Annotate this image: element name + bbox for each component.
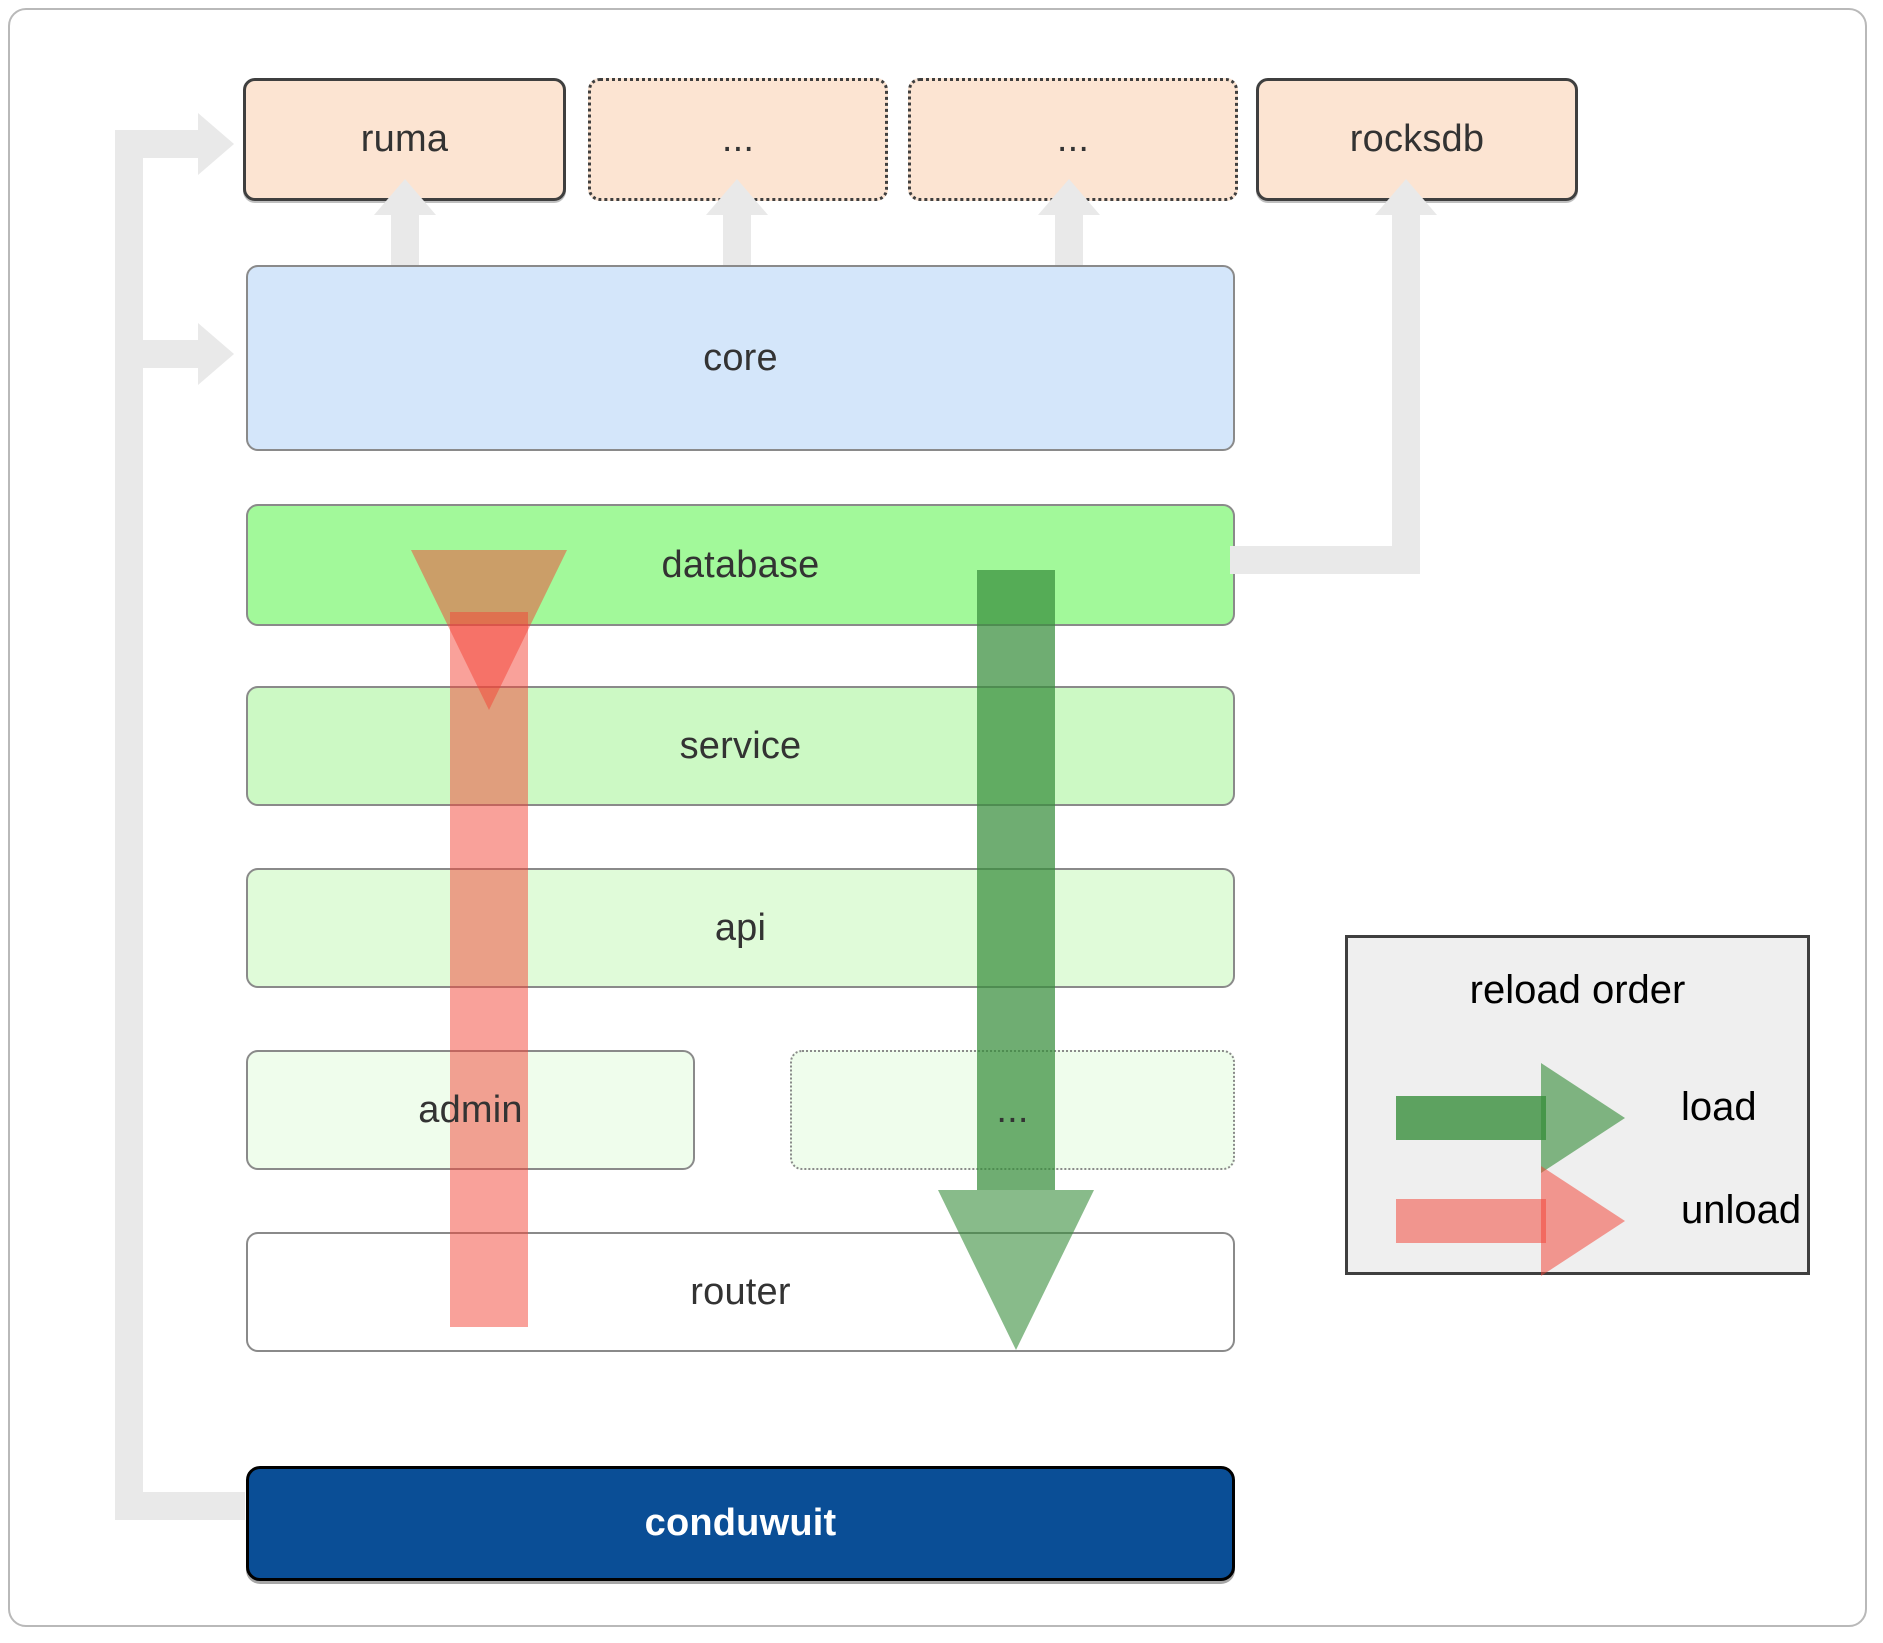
legend-panel: reload order load unload bbox=[1345, 935, 1810, 1276]
connector-core-to-dep2-stem bbox=[723, 215, 751, 265]
legend-unload-label: unload bbox=[1681, 1188, 1802, 1232]
binary-label-conduwuit: conduwuit bbox=[644, 1502, 837, 1544]
connector-core-to-dep2-arrowhead bbox=[706, 179, 768, 215]
crate-box-api[interactable]: api bbox=[246, 868, 1235, 988]
legend-unload-arrow-shaft bbox=[1396, 1199, 1546, 1243]
connector-to-core-horizontal bbox=[135, 340, 201, 368]
unload-arrow-head bbox=[411, 550, 567, 710]
dependency-label-placeholder-2: ... bbox=[1056, 118, 1090, 160]
connector-left-bottom-horizontal bbox=[115, 1492, 245, 1520]
crate-label-placeholder: ... bbox=[996, 1088, 1029, 1131]
crate-label-core: core bbox=[703, 336, 778, 379]
connector-database-to-rocksdb-arrowhead bbox=[1375, 179, 1437, 215]
connector-left-vertical bbox=[115, 130, 143, 1520]
connector-core-to-ruma-arrowhead bbox=[374, 179, 436, 215]
connector-core-to-ruma-stem bbox=[391, 215, 419, 265]
dependency-label-placeholder-1: ... bbox=[721, 118, 755, 160]
legend-row-unload: unload bbox=[1396, 1166, 1801, 1276]
connector-database-to-rocksdb-vertical bbox=[1392, 215, 1420, 565]
dependency-box-ruma[interactable]: ruma bbox=[243, 78, 566, 201]
load-arrow-head bbox=[938, 1190, 1094, 1350]
unload-arrow-shaft bbox=[450, 612, 528, 1327]
crate-box-database[interactable]: database bbox=[246, 504, 1235, 626]
connector-database-to-rocksdb-horizontal bbox=[1230, 546, 1420, 574]
connector-core-to-dep3-arrowhead bbox=[1038, 179, 1100, 215]
crate-label-database: database bbox=[661, 543, 820, 586]
legend-load-label: load bbox=[1681, 1085, 1757, 1129]
legend-row-load: load bbox=[1396, 1063, 1796, 1173]
load-arrow-shaft bbox=[977, 570, 1055, 1190]
connector-to-ruma-horizontal bbox=[115, 130, 200, 158]
legend-load-arrow-shaft bbox=[1396, 1096, 1546, 1140]
crate-label-router: router bbox=[690, 1270, 791, 1313]
crate-label-service: service bbox=[679, 724, 802, 767]
dependency-label-rocksdb: rocksdb bbox=[1349, 118, 1485, 160]
legend-load-arrow-head bbox=[1541, 1063, 1625, 1173]
diagram-frame bbox=[8, 8, 1867, 1627]
crate-label-api: api bbox=[714, 906, 767, 949]
crate-box-service[interactable]: service bbox=[246, 686, 1235, 806]
legend-unload-arrow-head bbox=[1541, 1166, 1625, 1276]
dependency-label-ruma: ruma bbox=[360, 118, 449, 160]
connector-core-to-dep3-stem bbox=[1055, 215, 1083, 265]
connector-to-ruma-arrowhead bbox=[198, 113, 234, 175]
legend-title: reload order bbox=[1469, 968, 1686, 1012]
binary-box-conduwuit[interactable]: conduwuit bbox=[246, 1466, 1235, 1581]
crate-label-admin: admin bbox=[418, 1088, 523, 1131]
crate-box-core[interactable]: core bbox=[246, 265, 1235, 451]
connector-to-core-arrowhead bbox=[198, 323, 234, 385]
